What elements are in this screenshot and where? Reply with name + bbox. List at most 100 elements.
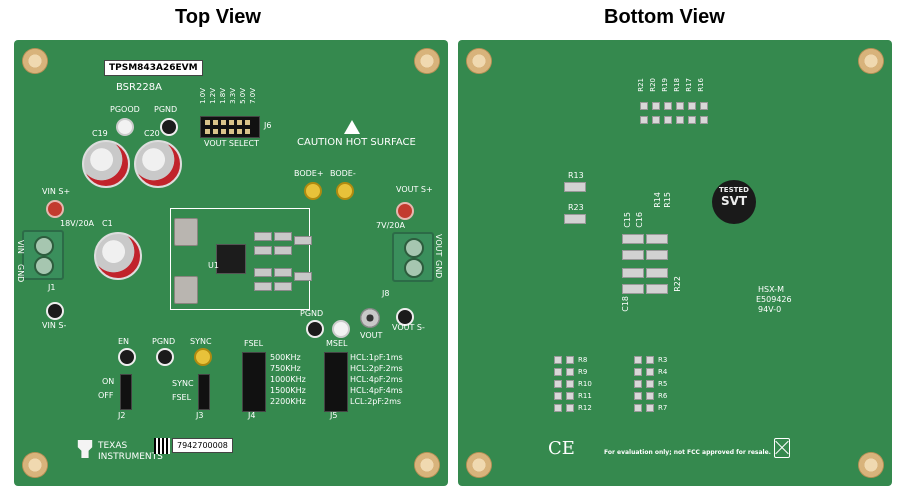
ul-rating-label: 94V-0	[758, 305, 782, 314]
c19-label: C19	[92, 129, 108, 138]
msel-option: LCL:2pF:2ms	[350, 397, 402, 406]
en-label: EN	[118, 337, 130, 346]
power-stage-outline	[170, 208, 310, 310]
evaluation-notice: For evaluation only; not FCC approved fo…	[604, 449, 771, 456]
smd-component	[254, 246, 272, 255]
sync2-label: SYNC	[172, 379, 194, 388]
texas-instruments-logo-icon	[77, 440, 93, 458]
capacitor-pad	[622, 234, 644, 244]
input-capacitor-c19	[82, 140, 130, 188]
msel-option: HCL:4pF:2ms	[350, 375, 403, 384]
vout-level: 5.0V	[239, 88, 247, 104]
bottom-view-board-photo: R21 R20 R19 R18 R17 R16 R13 R23 C15 C16 …	[458, 40, 892, 486]
top-view-title: Top View	[175, 6, 261, 28]
module-u1	[216, 244, 246, 274]
pgood-label: PGOOD	[110, 105, 140, 114]
msel-option-list: HCL:1pF:1ms HCL:2pF:2ms HCL:4pF:2ms HCL:…	[350, 354, 403, 406]
output-rating-label: 7V/20A	[376, 221, 405, 230]
svt-text: SVT	[720, 194, 748, 208]
j6-label: J6	[264, 121, 272, 130]
e-number-label: E509426	[756, 295, 792, 304]
c16-label: C16	[635, 212, 644, 228]
pgnd-low-label: PGND	[152, 337, 176, 346]
tested-svt-sticker: TESTED SVT	[712, 180, 756, 224]
resistor-label: R7	[658, 403, 668, 412]
smd-component	[274, 232, 292, 241]
vin-plus-test-point	[46, 200, 64, 218]
input-capacitor-c1	[94, 232, 142, 280]
caution-hot-surface-label: CAUTION HOT SURFACE	[297, 137, 416, 148]
board-id: BSR228A	[116, 82, 162, 93]
j8-label: J8	[382, 289, 390, 298]
capacitor-pad	[646, 284, 668, 294]
resistor-label: R21	[637, 78, 645, 92]
freq-option: 2200KHz	[270, 397, 306, 406]
r14-label: R14	[653, 192, 662, 208]
vout-minus-test-point	[396, 308, 414, 326]
msel-option: HCL:4pF:4ms	[350, 386, 403, 395]
resistor-label: R8	[578, 355, 588, 364]
capacitor-pad	[646, 234, 668, 244]
vin-minus-label: VIN S-	[42, 321, 67, 330]
smd-component	[294, 272, 312, 281]
smd-component	[274, 246, 292, 255]
vout-select-header-j6	[200, 116, 260, 138]
resistor-pad	[564, 214, 586, 224]
on-label: ON	[102, 377, 115, 386]
output-capacitor	[174, 276, 198, 304]
off-label: OFF	[98, 391, 114, 400]
en-test-point	[118, 348, 136, 366]
vout-plus-label: VOUT S+	[396, 185, 433, 194]
input-rating-label: 18V/20A	[60, 219, 94, 228]
j3-label: J3	[196, 411, 204, 420]
vout-plus-test-point	[396, 202, 414, 220]
resistor-label: R17	[685, 78, 693, 92]
pgnd-test-point	[160, 118, 178, 136]
smd-component	[254, 282, 272, 291]
capacitor-pad	[622, 268, 644, 278]
freq-option: 500KHz	[270, 353, 301, 362]
msel-option: HCL:1pF:1ms	[350, 353, 403, 362]
hot-surface-warning-icon	[344, 120, 360, 134]
gnd-out-terminal-label: GND	[434, 260, 443, 279]
resistor-label: R5	[658, 379, 668, 388]
resistor-label: R18	[673, 78, 681, 92]
smd-component	[294, 236, 312, 245]
freq-option: 750KHz	[270, 364, 301, 373]
capacitor-pad	[646, 250, 668, 260]
vout-level-labels: 1.0V 1.2V 1.8V 3.3V 5.0V 7.0V	[199, 88, 257, 104]
tested-text: TESTED	[719, 186, 749, 194]
resistor-label: R11	[578, 391, 592, 400]
resistor-array-left: R8 R9 R10 R11 R12	[554, 356, 592, 412]
capacitor-pad	[622, 250, 644, 260]
bode-minus-test-point	[336, 182, 354, 200]
resistor-pad	[564, 182, 586, 192]
bottom-view-title: Bottom View	[604, 6, 725, 28]
msel-label: MSEL	[326, 339, 348, 348]
evm-model-label: TPSM843A26EVM	[104, 60, 203, 76]
en-jumper-j2	[120, 374, 132, 410]
pgnd-low-test-point	[156, 348, 174, 366]
mounting-hole	[466, 48, 492, 74]
resistor-label: R3	[658, 355, 668, 364]
resistor-label: R6	[658, 391, 668, 400]
bode-plus-test-point	[304, 182, 322, 200]
sync-test-point	[194, 348, 212, 366]
r15-label: R15	[663, 192, 672, 208]
input-capacitor-c20	[134, 140, 182, 188]
vin-plus-label: VIN S+	[42, 187, 71, 196]
j1-label: J1	[48, 283, 56, 292]
vout-level: 1.2V	[209, 88, 217, 104]
resistor-label: R16	[697, 78, 705, 92]
sync-jumper-j3	[198, 374, 210, 410]
fsel-header-j4	[242, 352, 266, 412]
resistor-label: R19	[661, 78, 669, 92]
mounting-hole	[858, 48, 884, 74]
smd-component	[274, 282, 292, 291]
capacitor-pad	[622, 284, 644, 294]
vout-minus-label: VOUT S-	[392, 323, 425, 332]
resistor-array-right: R3 R4 R5 R6 R7	[634, 356, 667, 412]
top-view-board-photo: TPSM843A26EVM BSR228A PGOOD PGND 1.0V 1.…	[14, 40, 448, 486]
mounting-hole	[414, 452, 440, 478]
resistor-label: R9	[578, 367, 588, 376]
